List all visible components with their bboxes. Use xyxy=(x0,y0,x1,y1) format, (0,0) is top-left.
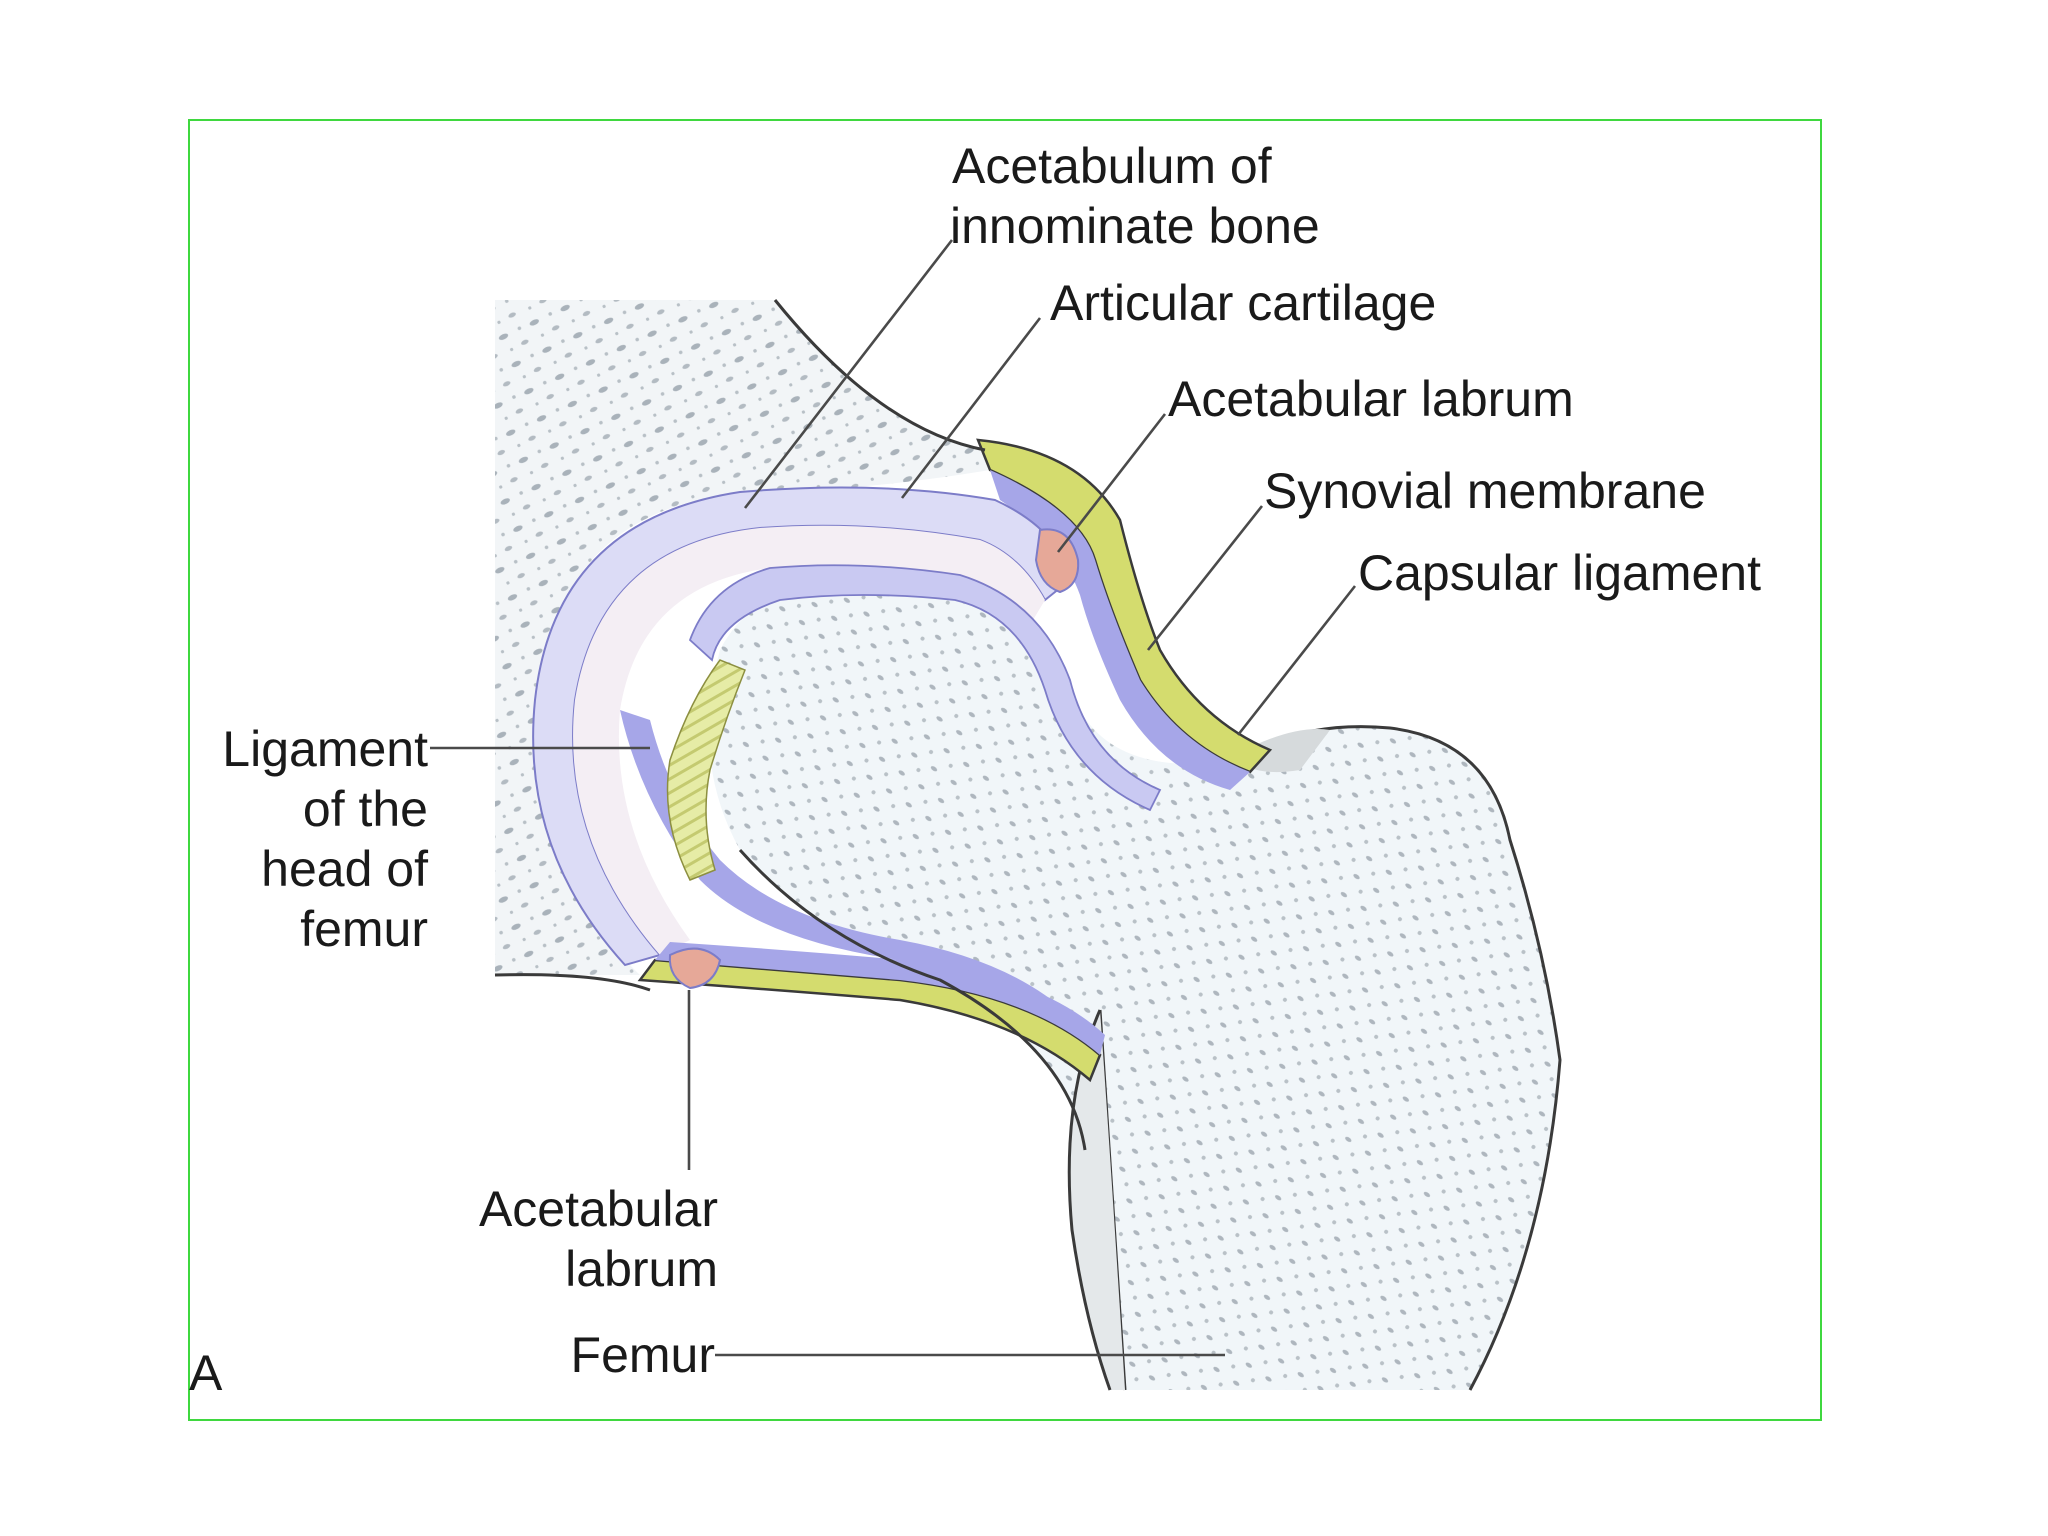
acetabular-labrum-bottom xyxy=(668,947,722,990)
label-capsular-ligament: Capsular ligament xyxy=(1358,545,1761,601)
acetabular-labrum-top xyxy=(1034,528,1080,594)
femur-bone xyxy=(708,578,1562,1391)
panel-letter: A xyxy=(189,1345,223,1401)
label-ligament-line2: of the xyxy=(303,781,428,837)
leader-lines xyxy=(430,239,1357,1357)
figure-frame xyxy=(188,119,1822,1421)
label-articular-cartilage: Articular cartilage xyxy=(1050,275,1436,331)
label-femur: Femur xyxy=(571,1327,715,1383)
label-ligament-line3: head of xyxy=(261,841,428,897)
label-acetabular-labrum-bottom-line2: labrum xyxy=(565,1241,718,1297)
label-acetabular-labrum-top: Acetabular labrum xyxy=(1168,371,1574,427)
label-acetabulum-line1: Acetabulum of xyxy=(952,138,1272,194)
pelvis-lower-edge xyxy=(494,973,651,992)
label-ligament-line1: Ligament xyxy=(222,721,428,777)
femoral-neck-lower-outline xyxy=(738,849,1087,1151)
label-ligament-line4: femur xyxy=(300,901,428,957)
label-synovial-membrane: Synovial membrane xyxy=(1264,463,1706,519)
ligament-of-head-of-femur xyxy=(666,659,746,881)
joint-capsule-top xyxy=(976,438,1273,790)
acetabulum-outline xyxy=(773,299,986,452)
label-acetabular-labrum-bottom-line1: Acetabular xyxy=(479,1181,718,1237)
label-acetabulum-line2: innominate bone xyxy=(950,198,1320,254)
articular-cartilage xyxy=(532,486,1162,1083)
acetabulum-bone xyxy=(495,300,990,975)
